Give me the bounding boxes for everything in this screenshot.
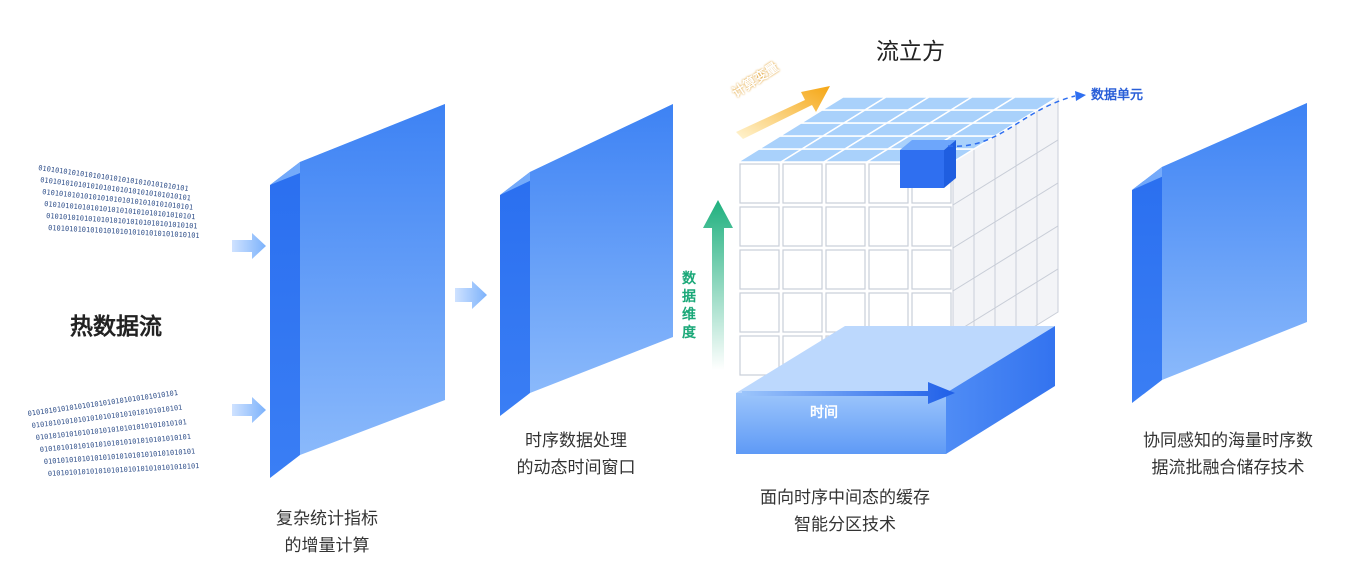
cube-front-cell	[911, 206, 952, 247]
cube-front-cell	[911, 249, 952, 290]
panel4-caption-line1: 协同感知的海量时序数	[1143, 431, 1313, 451]
cube-front-cell	[911, 292, 952, 333]
cube-caption-line2: 智能分区技术	[794, 515, 896, 535]
panel1-caption-line2: 的增量计算	[284, 536, 370, 556]
binary-stream-top: 010101010101010101010101010101010101 010…	[38, 164, 200, 240]
stream-arrow-bottom	[232, 397, 266, 423]
cube-side-cell	[1036, 268, 1059, 326]
flow-arrow-1	[455, 281, 487, 309]
time-axis-label: 时间	[810, 405, 838, 421]
cube-front-cell	[825, 206, 866, 247]
stream-arrow-top	[232, 233, 266, 259]
cube-front-cell	[739, 292, 780, 333]
calc-variable-arrow	[736, 86, 830, 139]
data-unit-label: 数据单元	[1091, 88, 1144, 103]
cube-front-cell	[782, 292, 823, 333]
cube-front-cell	[825, 249, 866, 290]
panel1-caption-line1: 复杂统计指标	[276, 509, 378, 529]
panel-incremental-calc	[270, 104, 445, 478]
cube-front-cell	[782, 163, 823, 204]
panel-storage	[1132, 103, 1307, 403]
cube-front-cell	[739, 163, 780, 204]
cube-front-cell	[868, 292, 909, 333]
cube-front-cell	[868, 206, 909, 247]
time-base	[736, 326, 1055, 454]
cube-front-cell	[782, 206, 823, 247]
stream-cube	[735, 91, 1086, 378]
cube-front-cell	[739, 335, 780, 376]
data-unit-cube	[900, 140, 956, 188]
cube-front-cell	[739, 206, 780, 247]
panel4-caption-line2: 据流批融合储存技术	[1151, 458, 1305, 478]
panel4-caption: 协同感知的海量时序数 据流批融合储存技术	[1118, 428, 1338, 482]
binary-stream-bottom: 010101010101010101010101010101010101 010…	[27, 389, 199, 478]
cube-title: 流立方	[876, 39, 945, 65]
data-unit-pointer	[947, 95, 1076, 147]
dimension-axis-label: 数据维度	[682, 271, 696, 341]
cube-front-cell	[739, 249, 780, 290]
panel2-caption-line1: 时序数据处理	[525, 431, 627, 451]
cube-caption-line1: 面向时序中间态的缓存	[760, 488, 930, 508]
cube-front-cell	[825, 292, 866, 333]
panel2-caption: 时序数据处理 的动态时间窗口	[496, 428, 656, 482]
time-axis-arrow	[742, 382, 955, 404]
panel1-caption: 复杂统计指标 的增量计算	[262, 506, 392, 560]
cube-caption: 面向时序中间态的缓存 智能分区技术	[735, 485, 955, 539]
svg-text:010101010101010101010101010101: 010101010101010101010101010101010101	[48, 462, 200, 478]
panel2-caption-line2: 的动态时间窗口	[516, 458, 636, 478]
panel-time-window	[500, 104, 673, 416]
data-unit-pointer-head	[1075, 91, 1086, 101]
cube-top-cell	[991, 96, 1061, 111]
cube-front-cell	[782, 249, 823, 290]
cube-front-cell	[868, 249, 909, 290]
hot-stream-title: 热数据流	[70, 314, 162, 340]
dimension-arrow	[703, 200, 733, 370]
cube-front-cell	[825, 163, 866, 204]
